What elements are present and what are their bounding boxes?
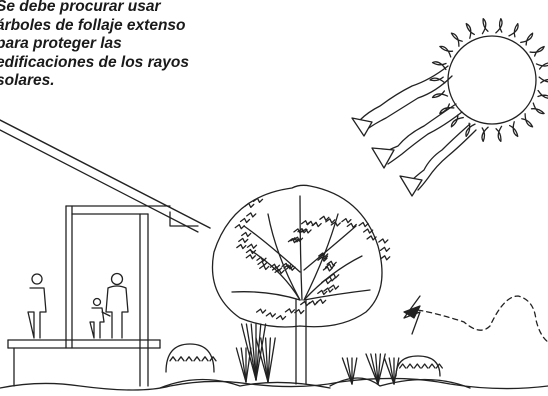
caption-text: Se debe procurar usar árboles de follaje… xyxy=(0,0,189,89)
shrub-icon xyxy=(159,323,471,389)
tree-icon xyxy=(211,184,391,385)
house-icon xyxy=(0,119,211,387)
person-icon xyxy=(27,272,129,339)
ground-line xyxy=(0,377,548,391)
sun-ray-arrow-icon xyxy=(351,65,477,197)
wind-icon xyxy=(403,295,548,343)
